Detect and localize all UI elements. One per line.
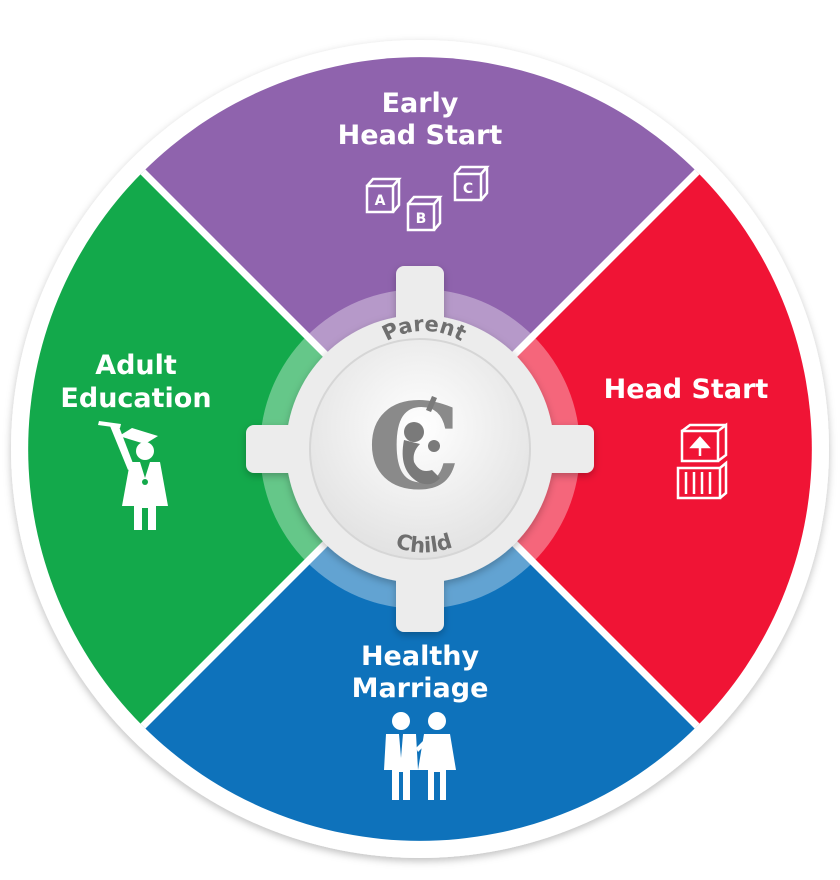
early-head-start-line2: Head Start	[338, 120, 503, 151]
pc-logo-icon: C	[367, 377, 461, 516]
segment-head-start[interactable]	[420, 171, 812, 727]
healthy-marriage-line2: Marriage	[352, 673, 489, 704]
svg-text:A: A	[375, 193, 386, 209]
abc-blocks-icon	[365, 165, 490, 232]
hub-inner	[309, 338, 531, 560]
hub-child-label: Child	[393, 529, 454, 558]
graduate-icon	[98, 421, 168, 530]
adult-education-line1: Adult	[95, 350, 177, 381]
toy-box-icon	[676, 422, 728, 500]
head-start-label: Head Start	[604, 374, 769, 405]
svg-text:C: C	[463, 181, 473, 197]
segment-adult-education[interactable]	[28, 171, 421, 727]
segment-healthy-marriage[interactable]	[142, 449, 698, 841]
healthy-marriage-line1: Healthy	[361, 641, 480, 672]
early-head-start-line1: Early	[382, 88, 459, 119]
segment-early-head-start[interactable]	[142, 57, 698, 450]
svg-text:B: B	[416, 211, 427, 227]
couple-icon	[384, 712, 456, 800]
abc-block-letters: A B C	[375, 181, 474, 227]
adult-education-line2: Education	[60, 383, 211, 414]
